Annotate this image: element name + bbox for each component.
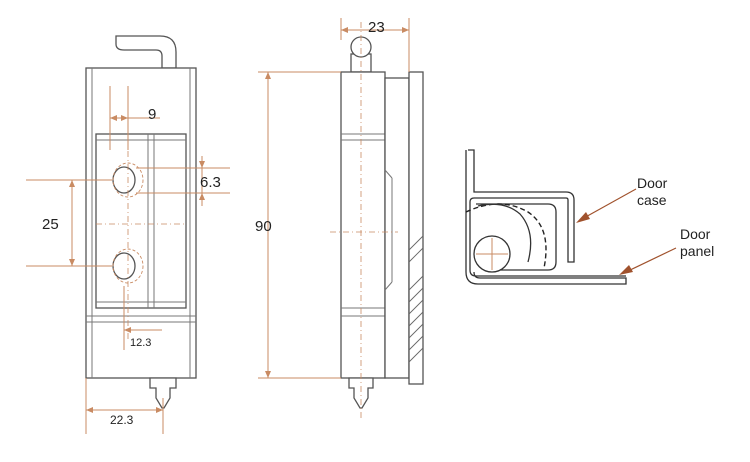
side-hatch — [408, 235, 424, 363]
dim-top-width: 23 — [368, 19, 385, 36]
dim-hole-diameter: 6.3 — [200, 174, 221, 191]
dim-base-width: 22.3 — [110, 413, 134, 427]
side-back-plate — [408, 71, 424, 385]
callout-door-panel-line2: panel — [680, 243, 714, 259]
door-case-profile — [468, 149, 575, 277]
lower-hole — [112, 252, 136, 280]
installation-section-view: Door case Door panel — [465, 149, 714, 285]
callout-door-case-line2: case — [637, 192, 667, 208]
dim-height: 90 — [255, 218, 272, 235]
inner-leaf-plate — [95, 133, 187, 309]
front-view: 9 6.3 25 12.3 22.3 — [26, 35, 230, 434]
side-bottom-pin — [348, 377, 374, 409]
side-knuckle — [340, 71, 386, 379]
side-plate — [384, 77, 410, 379]
rotation-arc-outer — [465, 203, 547, 269]
rotation-arc-inner — [477, 203, 532, 263]
callout-door-panel-line1: Door — [680, 226, 711, 242]
side-view: 23 90 — [255, 18, 424, 420]
pin-circle — [473, 235, 511, 273]
lower-hole-hidden — [112, 248, 144, 284]
top-pin-hook — [115, 35, 177, 69]
dim-hole-offset: 9 — [148, 106, 156, 123]
dim-hole-spacing: 25 — [42, 216, 59, 233]
callout-door-case-line1: Door — [637, 175, 668, 191]
inner-loop — [476, 203, 557, 271]
upper-hole-hidden — [112, 162, 144, 198]
bottom-pin — [149, 377, 177, 409]
inner-bracket — [465, 150, 627, 285]
dim-slot-offset: 12.3 — [130, 337, 151, 349]
upper-hole — [112, 166, 136, 194]
